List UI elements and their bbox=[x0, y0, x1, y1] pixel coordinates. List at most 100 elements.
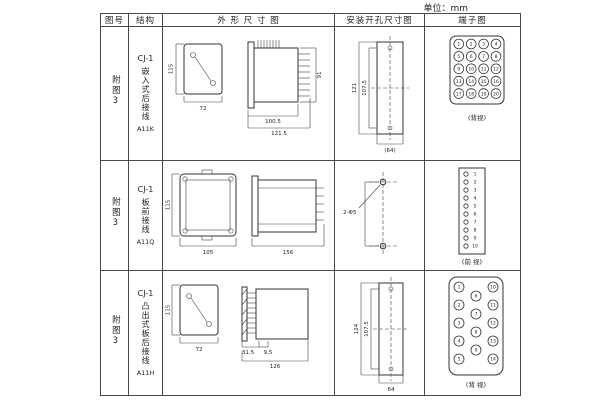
terminal-number: 7 bbox=[475, 312, 478, 318]
terminal-number: 6 bbox=[470, 54, 473, 60]
unit-label-text: 单位：mm bbox=[423, 4, 468, 14]
figure-number-cell: 附图3 bbox=[100, 160, 129, 271]
structure-cell: CJ-1 板前接线 A11Q bbox=[128, 160, 163, 271]
dim-total-length: 156 bbox=[251, 223, 324, 256]
terminal-circle bbox=[465, 62, 477, 74]
terminal-circle bbox=[490, 75, 502, 86]
terminal-circle bbox=[478, 62, 489, 74]
view-label: (前 视) bbox=[462, 257, 482, 266]
terminal-number: 3 bbox=[482, 41, 485, 47]
relay-side-view bbox=[247, 39, 310, 108]
terminal-number: 1 bbox=[457, 41, 460, 47]
dim-label: 124 bbox=[354, 323, 360, 334]
terminal-number: 10 bbox=[468, 66, 474, 72]
terminal-number: 3 bbox=[474, 187, 477, 193]
terminal-circle bbox=[453, 281, 465, 293]
dim-total-length: 121.5 bbox=[247, 97, 310, 137]
terminal-number: 7 bbox=[474, 219, 477, 225]
terminal-circle bbox=[453, 317, 465, 329]
structure-label: 嵌入式后接线 bbox=[141, 67, 151, 121]
relay-side-view bbox=[251, 175, 324, 236]
view-label: (背视) bbox=[468, 113, 486, 122]
model-code: A11Q bbox=[136, 238, 155, 246]
terminal-number: 15 bbox=[481, 78, 487, 84]
terminal-number: 4 bbox=[474, 195, 477, 201]
terminal-number: 6 bbox=[475, 294, 478, 300]
terminal-number: 9 bbox=[457, 66, 460, 72]
terminal-circle bbox=[487, 353, 499, 365]
structure-label: 板前接线 bbox=[141, 198, 151, 234]
outline-cell: 115 105 bbox=[162, 160, 335, 271]
terminal-number: 9 bbox=[475, 348, 478, 354]
dim-hole-spacing: 107.5 bbox=[362, 47, 377, 128]
dim-label: 126 bbox=[269, 364, 280, 370]
structure-cell: CJ-1 凸出式板后接线 A11H bbox=[128, 270, 163, 396]
outline-diagram-a11k: 115 72 bbox=[168, 39, 323, 137]
dim-side-height: 91 bbox=[299, 47, 323, 102]
terminal-number: 5 bbox=[457, 54, 460, 60]
model-label: CJ-1 bbox=[137, 185, 154, 194]
terminal-number: 17 bbox=[456, 91, 462, 97]
dim-label: 115 bbox=[168, 63, 174, 74]
terminal-number: 16 bbox=[493, 78, 499, 84]
dim-label: 72 bbox=[195, 347, 202, 353]
terminal-number: 6 bbox=[474, 211, 477, 217]
dim-width: 72 bbox=[183, 95, 222, 112]
terminal-circle bbox=[470, 308, 482, 320]
outline-cell: 115 72 bbox=[162, 26, 335, 161]
dim-label: 91 bbox=[317, 71, 323, 78]
dim-cutout-height: 124 bbox=[354, 282, 379, 376]
table-row: 附图3 CJ-1 凸出式板后接线 A11H bbox=[100, 270, 521, 396]
terminal-circle bbox=[463, 170, 469, 177]
terminal-number: 12 bbox=[490, 321, 496, 327]
mounting-diagram-a11h: 107.5 124 64 bbox=[354, 277, 409, 393]
table-row: 附图3 CJ-1 板前接线 A11Q bbox=[100, 160, 521, 271]
figure-number: 附图3 bbox=[110, 314, 121, 348]
terminal-circle bbox=[478, 50, 489, 62]
model-code: A11H bbox=[136, 369, 155, 377]
terminal-circle bbox=[487, 299, 499, 311]
terminal-number: 20 bbox=[493, 91, 499, 97]
terminal-number: 12 bbox=[493, 66, 499, 72]
figure-number-cell: 附图3 bbox=[100, 26, 129, 161]
dim-label: 100.5 bbox=[265, 119, 281, 125]
dim-width: 105 bbox=[179, 237, 236, 256]
view-label: (背 视) bbox=[466, 380, 486, 389]
terminal-number: 10 bbox=[490, 285, 496, 291]
terminal-circle bbox=[453, 62, 465, 74]
terminal-circle bbox=[487, 335, 499, 347]
terminal-circle bbox=[490, 62, 502, 74]
dim-label: 64 bbox=[388, 387, 395, 393]
dim-cutout-height: 121 bbox=[352, 41, 377, 134]
terminal-number: 4 bbox=[495, 41, 498, 47]
terminal-circle bbox=[490, 50, 502, 62]
figure-number: 附图3 bbox=[110, 197, 121, 230]
terminal-number: 1 bbox=[474, 171, 477, 177]
terminal-circle bbox=[463, 186, 469, 193]
header-mounting: 安装开孔尺寸图 bbox=[334, 13, 425, 27]
mounting-diagram-a11q: 2-Φ5 bbox=[343, 171, 397, 256]
terminal-number: 14 bbox=[490, 357, 496, 363]
terminal-number: 1 bbox=[458, 285, 461, 291]
terminal-circle bbox=[463, 210, 469, 217]
terminal-number: 8 bbox=[474, 227, 477, 233]
dim-height: 115 bbox=[165, 173, 180, 236]
terminal-circle bbox=[478, 75, 489, 86]
terminal-number: 5 bbox=[474, 203, 477, 209]
dim-label: 115 bbox=[165, 304, 171, 315]
terminal-circle bbox=[463, 194, 469, 201]
table-header-row: 图号 结构 外 形 尺 寸 图 安装开孔尺寸图 端子图 bbox=[100, 13, 521, 27]
dim-height: 115 bbox=[168, 43, 184, 94]
dim-label: 115 bbox=[165, 199, 171, 210]
terminal-number: 2 bbox=[470, 41, 473, 47]
dim-label: 105 bbox=[202, 250, 213, 256]
terminal-circle bbox=[487, 281, 499, 293]
terminal-circle bbox=[465, 75, 477, 86]
